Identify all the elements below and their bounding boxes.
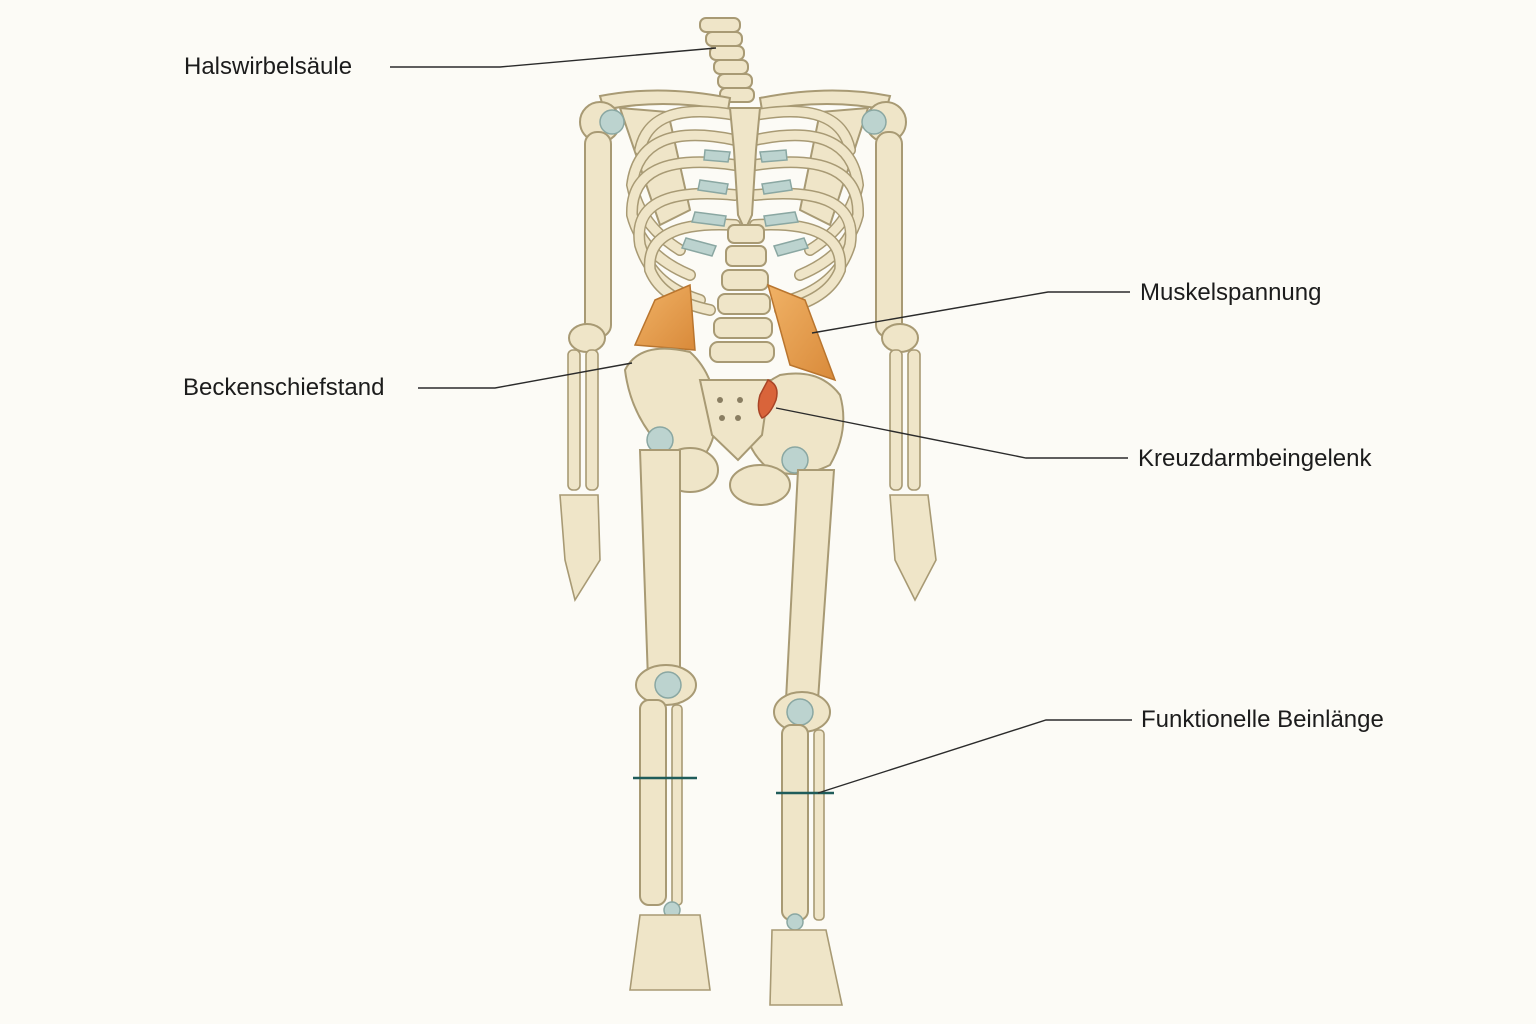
label-cervical-spine: Halswirbelsäule bbox=[184, 53, 353, 80]
leader-pelvic-obliquity bbox=[418, 362, 633, 389]
left-leg bbox=[629, 426, 711, 991]
leader-functional-leg-length bbox=[817, 719, 1132, 794]
left-arm bbox=[559, 101, 625, 603]
muscle-tension-area bbox=[633, 283, 837, 382]
pelvis bbox=[623, 347, 845, 506]
right-leg bbox=[769, 446, 843, 1006]
lumbar-spine bbox=[709, 224, 775, 363]
label-sacroiliac-joint: Kreuzdarmbeingelenk bbox=[1138, 445, 1372, 472]
right-arm bbox=[861, 101, 937, 602]
label-pelvic-obliquity: Beckenschiefstand bbox=[183, 374, 385, 401]
leader-sacroiliac-joint bbox=[775, 407, 1128, 459]
cervical-spine bbox=[699, 17, 755, 103]
sacroiliac-joint-highlight bbox=[757, 379, 778, 419]
rib-cage bbox=[625, 105, 865, 316]
label-functional-leg-length: Funktionelle Beinlänge bbox=[1141, 706, 1384, 733]
label-muscle-tension: Muskelspannung bbox=[1140, 279, 1322, 306]
leader-muscle-tension bbox=[811, 291, 1130, 334]
leader-cervical-spine bbox=[390, 47, 717, 68]
